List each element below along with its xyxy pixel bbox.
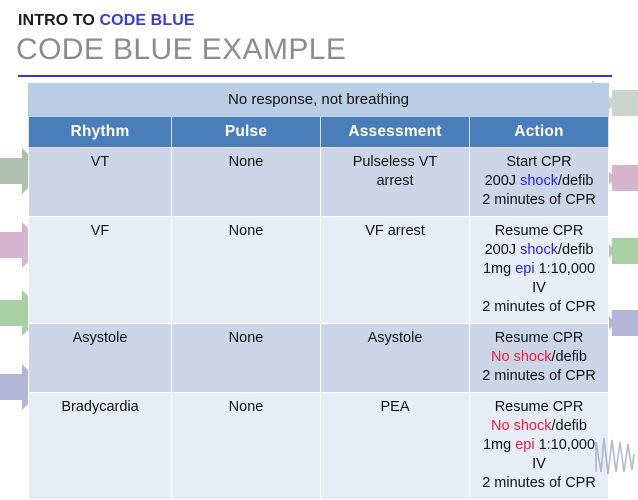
column-header-assessment: Assessment	[320, 116, 470, 148]
kicker-highlight: CODE BLUE	[99, 12, 195, 29]
assessment-line: VF arrest	[365, 223, 425, 239]
action-line: 1mg epi 1:10,000	[473, 436, 605, 455]
cell-assessment: VF arrest	[320, 216, 470, 324]
action-line: 2 minutes of CPR	[473, 298, 605, 317]
table-banner-row: No response, not breathing	[27, 83, 610, 117]
cell-rhythm: Asystole	[28, 323, 172, 393]
cell-rhythm: VT	[28, 147, 172, 217]
action-text: 1mg	[482, 437, 516, 453]
assessment-line: Pulseless VT	[352, 154, 438, 170]
action-line: Start CPR	[473, 153, 605, 172]
chevron-body	[612, 238, 638, 264]
action-text: 1:10,000	[534, 437, 596, 453]
action-text: 1mg	[482, 261, 516, 277]
assessment-line: PEA	[380, 399, 410, 415]
action-line: No shock/defib	[473, 417, 605, 436]
table-header-row: Rhythm Pulse Assessment Action	[28, 116, 610, 148]
cell-pulse: None	[171, 216, 321, 324]
cell-assessment: Asystole	[320, 323, 470, 393]
action-line: 1mg epi 1:10,000	[473, 260, 605, 279]
kicker-prefix: INTRO TO	[18, 12, 100, 29]
column-header-action: Action	[468, 116, 610, 148]
cell-pulse: None	[171, 392, 321, 500]
chevron-body	[0, 300, 26, 326]
action-text: 1:10,000	[534, 261, 596, 277]
action-text: /defib	[551, 349, 587, 365]
action-text-blue: epi	[515, 261, 535, 277]
title-underline	[18, 75, 612, 77]
action-line: 2 minutes of CPR	[473, 191, 605, 210]
action-text: IV	[532, 280, 546, 296]
action-text: 2 minutes of CPR	[482, 475, 596, 491]
chevron-body	[612, 90, 638, 116]
cell-assessment: PEA	[320, 392, 470, 500]
chevron-body	[612, 165, 638, 191]
action-text-red: No shock	[491, 418, 552, 434]
table-banner-cell: No response, not breathing	[27, 83, 610, 117]
code-blue-table-wrapper: No response, not breathing Rhythm Pulse …	[27, 83, 610, 500]
cell-pulse: None	[171, 147, 321, 217]
action-text: 200J	[484, 173, 521, 189]
slide-kicker: INTRO TO CODE BLUE	[18, 12, 195, 30]
action-text: Resume CPR	[494, 399, 584, 415]
action-text: /defib	[551, 418, 587, 434]
action-line: 2 minutes of CPR	[473, 474, 605, 493]
cell-rhythm: Bradycardia	[28, 392, 172, 500]
code-blue-table: No response, not breathing Rhythm Pulse …	[27, 83, 610, 500]
chevron-body	[0, 158, 26, 184]
action-text: Resume CPR	[494, 330, 584, 346]
action-text-blue: shock	[520, 242, 558, 258]
column-header-rhythm: Rhythm	[28, 116, 172, 148]
action-text: IV	[532, 456, 546, 472]
action-text: 200J	[484, 242, 521, 258]
action-line: 200J shock/defib	[473, 241, 605, 260]
table-head: No response, not breathing Rhythm Pulse …	[27, 83, 610, 148]
action-line: Resume CPR	[473, 222, 605, 241]
action-text: /defib	[557, 242, 594, 258]
action-line: 2 minutes of CPR	[473, 367, 605, 386]
action-text-red: epi	[515, 437, 535, 453]
action-text: Resume CPR	[494, 223, 584, 239]
action-line: IV	[473, 455, 605, 474]
assessment-line: arrest	[376, 173, 414, 189]
action-text: 2 minutes of CPR	[482, 192, 596, 208]
cell-assessment: Pulseless VT arrest	[320, 147, 470, 217]
action-text: 2 minutes of CPR	[482, 299, 596, 315]
cell-pulse: None	[171, 323, 321, 393]
action-text: Start CPR	[506, 154, 572, 170]
assessment-line: Asystole	[367, 330, 423, 346]
ecg-waveform-icon	[595, 437, 635, 475]
column-header-pulse: Pulse	[171, 116, 321, 148]
chevron-body	[0, 374, 26, 400]
action-line: Resume CPR	[473, 329, 605, 348]
action-line: 200J shock/defib	[473, 172, 605, 191]
action-text-red: No shock	[491, 349, 552, 365]
action-line: No shock/defib	[473, 348, 605, 367]
action-text: /defib	[557, 173, 594, 189]
cell-rhythm: VF	[28, 216, 172, 324]
chevron-body	[612, 310, 638, 336]
page-title: CODE BLUE EXAMPLE	[16, 33, 347, 66]
chevron-body	[0, 232, 26, 258]
action-line: IV	[473, 279, 605, 298]
action-line: Resume CPR	[473, 398, 605, 417]
action-text: 2 minutes of CPR	[482, 368, 596, 384]
action-text-blue: shock	[520, 173, 558, 189]
